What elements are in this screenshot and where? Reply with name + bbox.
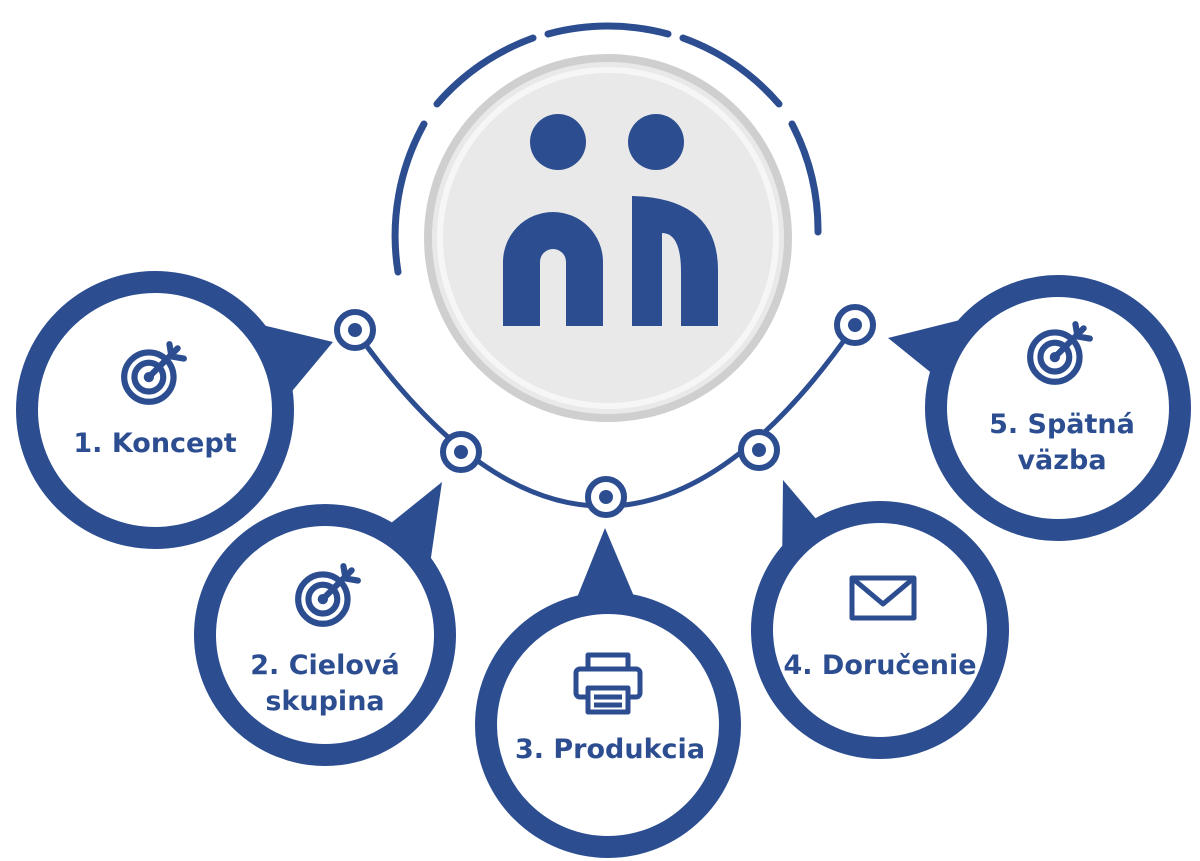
timeline-node — [834, 304, 876, 346]
step-bubble-produkcia — [475, 528, 741, 858]
timeline-node — [440, 431, 482, 473]
logo-outer-arc — [391, 22, 822, 276]
step-label-1: 1. Koncept — [73, 428, 237, 459]
dots-m-logo — [503, 114, 718, 326]
step-bubble-spatna-vazba — [888, 275, 1191, 541]
step-label-5: 5. Spätná väzba — [989, 409, 1135, 476]
timeline-node — [334, 309, 376, 351]
step-label-4: 4. Doručenie — [783, 650, 977, 681]
envelope-icon — [849, 575, 917, 621]
logo — [424, 54, 792, 422]
step-bubble-dorucenie — [751, 480, 1009, 759]
step-bubble-cielova-skupina — [194, 482, 456, 766]
step-bubble-koncept — [16, 271, 333, 549]
timeline-node — [585, 476, 627, 518]
step-label-2: 2. Cielová skupina — [250, 650, 400, 717]
timeline-node — [738, 429, 780, 471]
step-label-3: 3. Produkcia — [514, 734, 706, 765]
printer-icon — [573, 652, 643, 715]
